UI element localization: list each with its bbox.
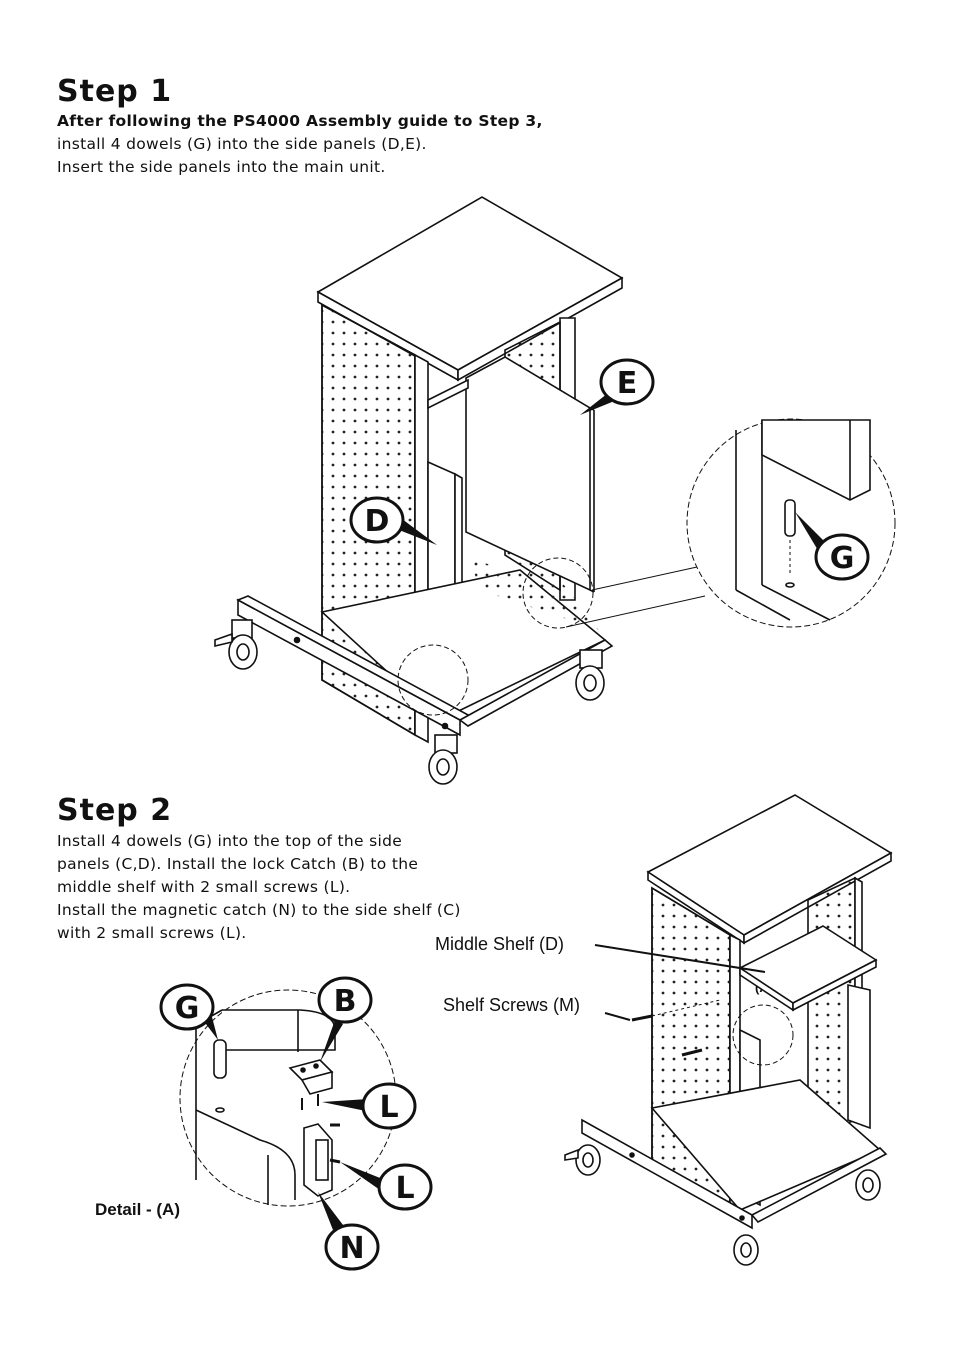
middle-shelf-label: Middle Shelf (D) bbox=[435, 934, 565, 954]
callout-e bbox=[580, 358, 655, 415]
callout-l2-letter: L bbox=[395, 1171, 414, 1206]
shelf-screws-label: Shelf Screws (M) bbox=[443, 995, 581, 1015]
step2-line3: middle shelf with 2 small screws (L). bbox=[57, 878, 351, 896]
step1-line3: Insert the side panels into the main uni… bbox=[57, 158, 386, 176]
callout-b-letter: B bbox=[334, 984, 357, 1019]
callout-b bbox=[317, 976, 373, 1062]
callout-n-letter: N bbox=[339, 1231, 364, 1266]
step2-line1: Install 4 dowels (G) into the top of the… bbox=[57, 832, 403, 850]
callout-n bbox=[318, 1192, 380, 1271]
callout-g2 bbox=[159, 983, 218, 1040]
callout-e-letter: E bbox=[617, 366, 638, 401]
callout-g1-letter: G bbox=[830, 541, 855, 576]
step2-line5: with 2 small screws (L). bbox=[57, 924, 247, 942]
detail-a-label: Detail - (A) bbox=[95, 1200, 180, 1219]
callout-d bbox=[349, 496, 437, 545]
step2-title: Step 2 bbox=[57, 793, 173, 828]
callout-d-letter: D bbox=[365, 504, 390, 539]
step2-line2: panels (C,D). Install the lock Catch (B)… bbox=[57, 855, 419, 873]
callout-l2 bbox=[340, 1162, 433, 1211]
callout-l1-letter: L bbox=[379, 1090, 398, 1125]
step2-cart-illustration bbox=[564, 794, 893, 1266]
callout-g1 bbox=[795, 512, 870, 581]
step2-line4: Install the magnetic catch (N) to the si… bbox=[57, 901, 461, 919]
step1-title: Step 1 bbox=[57, 74, 173, 109]
step1-line2: install 4 dowels (G) into the side panel… bbox=[57, 135, 427, 153]
dowel-zoom-detail bbox=[686, 418, 896, 628]
callout-g2-letter: G bbox=[175, 991, 200, 1026]
step1-line1: After following the PS4000 Assembly guid… bbox=[57, 112, 543, 130]
callout-l1 bbox=[322, 1082, 417, 1130]
step1-cart-illustration bbox=[214, 196, 706, 785]
